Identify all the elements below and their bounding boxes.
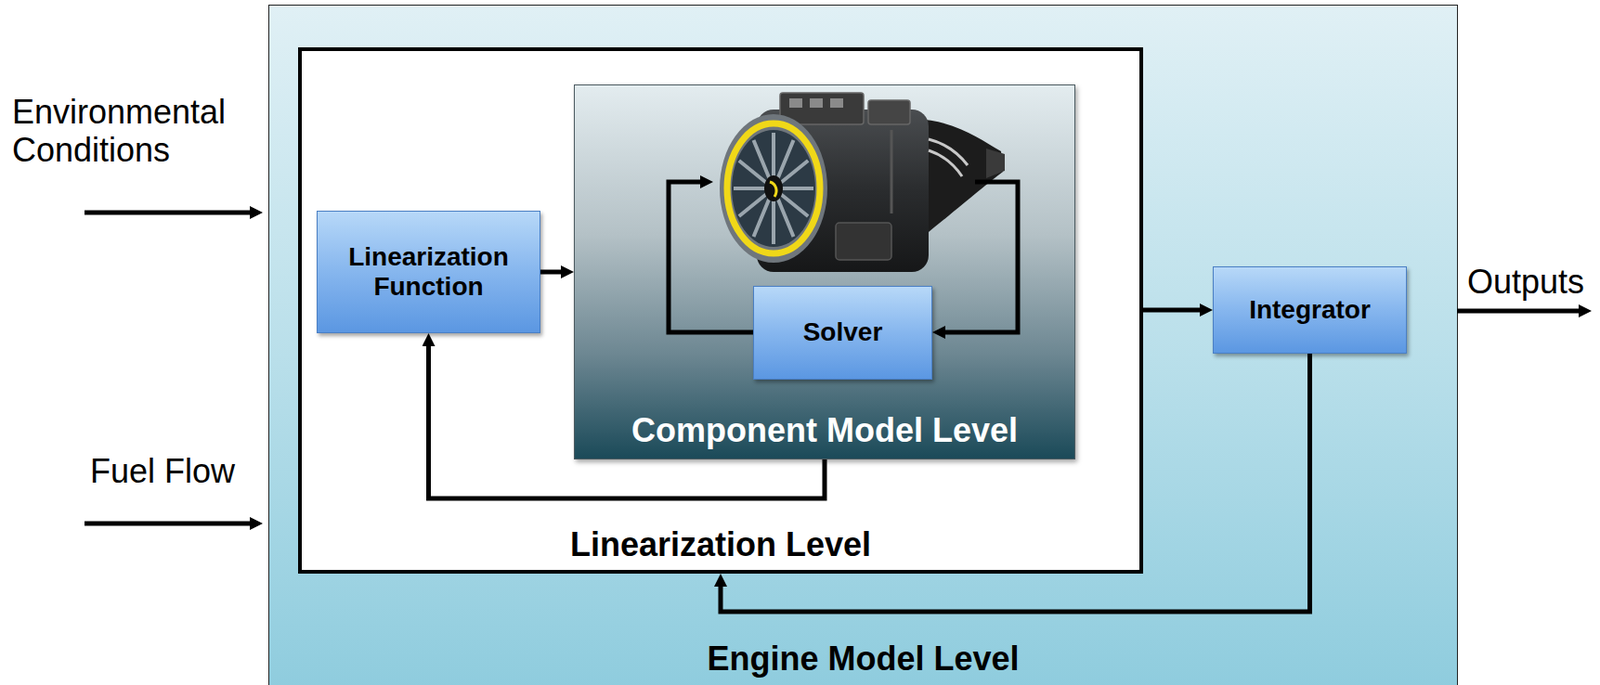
signal-label: Environmental Conditions	[12, 92, 245, 170]
input-arrow	[84, 210, 254, 216]
engine-body	[756, 109, 929, 273]
pipe-detail	[928, 139, 968, 166]
fan-blades	[733, 132, 814, 245]
solver-loop-arrow	[941, 182, 1018, 333]
output-arrow	[1456, 309, 1583, 314]
flow-arrow	[540, 270, 565, 275]
box-label: Solver	[803, 317, 884, 348]
box-label: Integrator	[1248, 295, 1371, 326]
process-box: Linearization Function	[316, 210, 541, 334]
label-slot: Fuel Flow	[90, 452, 235, 491]
box-label: Linearization Function	[326, 242, 531, 302]
label-slot: Outputs	[1467, 262, 1585, 301]
connector-detail	[809, 98, 823, 108]
engine-model-band: Engine Model LevelLinearization LevelLin…	[268, 4, 1458, 685]
spinner	[764, 175, 783, 202]
engine-illustration	[719, 92, 1005, 273]
solver-loop-arrow	[668, 182, 754, 333]
accessory-box	[868, 100, 911, 125]
connector-detail	[830, 98, 844, 108]
flow-arrow	[720, 353, 1311, 612]
gearbox-detail	[835, 222, 892, 261]
label-slot: Environmental Conditions	[12, 92, 245, 170]
connector-detail	[789, 98, 803, 108]
level-label: Linearization Level	[570, 525, 872, 564]
process-box: Integrator	[1212, 266, 1407, 354]
linearization-frame: Linearization Level Linearization Functio…	[298, 47, 1144, 574]
signal-label: Fuel Flow	[90, 452, 235, 491]
exhaust-nacelle	[914, 118, 1003, 244]
accessory-box	[780, 92, 864, 125]
spinner-mark	[769, 182, 777, 197]
fan-casing	[719, 114, 828, 263]
flow-arrow	[1143, 308, 1204, 313]
pipe-detail	[928, 150, 963, 177]
level-label: Engine Model Level	[706, 639, 1019, 678]
process-box: Solver	[753, 286, 933, 380]
signal-label: Outputs	[1467, 262, 1585, 301]
flow-arrow	[429, 342, 826, 499]
level-label: Component Model Level	[631, 411, 1018, 450]
input-arrow	[84, 521, 254, 527]
fan-ring	[727, 123, 820, 254]
component-panel: Component Model Level Solver	[573, 84, 1076, 460]
fan-face	[731, 130, 816, 248]
exhaust-nozzle	[986, 148, 1005, 179]
casing-seam	[890, 130, 894, 214]
